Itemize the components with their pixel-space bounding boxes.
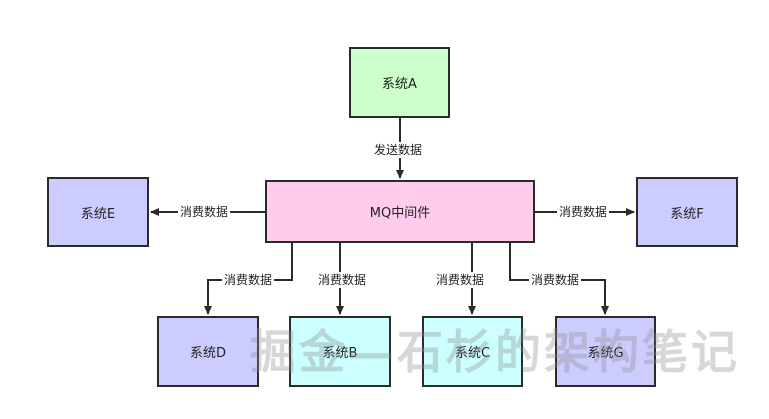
- node-system-c-label: 系统C: [454, 346, 491, 361]
- node-mq-middleware-label: MQ中间件: [369, 206, 431, 221]
- node-system-d: 系统D: [157, 316, 259, 387]
- node-system-f-label: 系统F: [670, 206, 704, 222]
- node-system-b-label: 系统B: [322, 346, 358, 361]
- edge-label-consume-d: 消费数据: [222, 272, 275, 288]
- edge-label-consume-e: 消费数据: [178, 204, 231, 220]
- node-mq-middleware: MQ中间件: [265, 180, 535, 243]
- edge-label-consume-g: 消费数据: [529, 272, 582, 288]
- edge-label-consume-c: 消费数据: [434, 272, 487, 288]
- node-system-b: 系统B: [289, 316, 391, 387]
- node-system-e-label: 系统E: [80, 206, 116, 222]
- node-system-d-label: 系统D: [189, 346, 226, 361]
- node-system-f: 系统F: [636, 177, 738, 247]
- node-system-c: 系统C: [422, 316, 523, 387]
- node-system-a: 系统A: [349, 47, 450, 118]
- node-system-a-label: 系统A: [382, 77, 417, 92]
- node-system-e: 系统E: [47, 177, 149, 247]
- edge-label-consume-b: 消费数据: [316, 272, 369, 288]
- node-system-g-label: 系统G: [587, 346, 624, 361]
- edge-label-consume-f: 消费数据: [557, 204, 610, 220]
- node-system-g: 系统G: [555, 316, 656, 387]
- edge-label-send-data: 发送数据: [372, 142, 425, 158]
